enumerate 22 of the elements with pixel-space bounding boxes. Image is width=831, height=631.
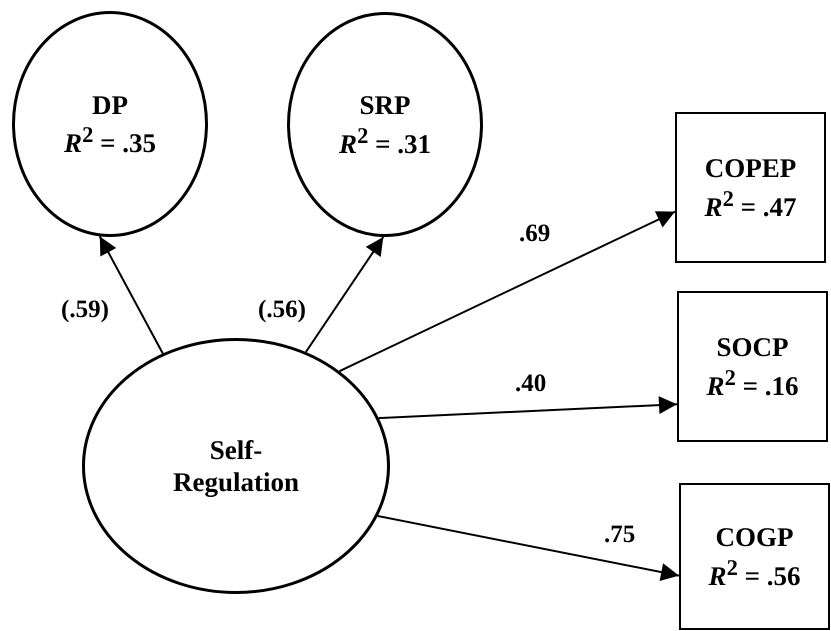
- r-squared-value: R$^{2}$ = .56: [708, 554, 800, 592]
- r-squared-value: R$^{2}$ = .31: [339, 122, 431, 160]
- variable-name: Self- Regulation: [172, 434, 300, 498]
- observed-variable-box: [675, 112, 826, 263]
- observed-variable-box: [679, 483, 830, 630]
- arrow: [305, 236, 384, 352]
- r-squared-value: R$^{2}$ = .16: [706, 364, 798, 402]
- arrow: [339, 210, 676, 372]
- variable-name: COPEP: [704, 152, 796, 184]
- arrow: [378, 396, 678, 420]
- variable-name: SRP: [359, 89, 410, 122]
- latent-variable-ellipse: [82, 338, 390, 594]
- r-squared-value: R$^{2}$ = .47: [704, 184, 796, 223]
- latent-variable-ellipse: [287, 12, 483, 237]
- latent-variable-ellipse: [12, 11, 208, 237]
- arrow: [98, 236, 164, 354]
- arrow: [378, 515, 680, 581]
- observed-variable-box: [677, 291, 828, 442]
- variable-name: COGP: [716, 521, 794, 554]
- r-squared-value: R$^{2}$ = .35: [64, 121, 156, 160]
- variable-name: SOCP: [716, 331, 788, 364]
- variable-name: DP: [92, 88, 128, 121]
